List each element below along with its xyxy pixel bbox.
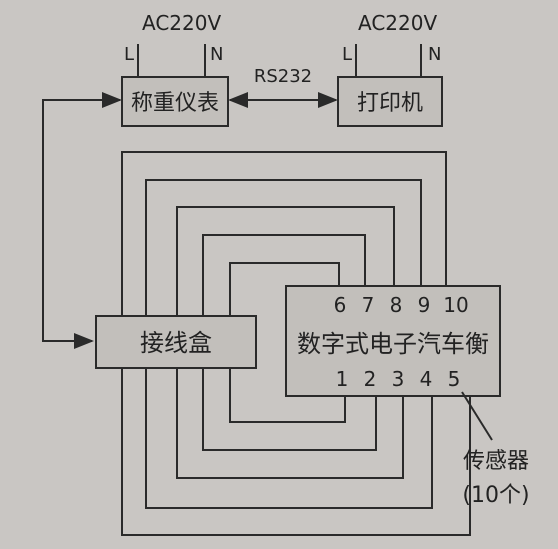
terminal-bottom-5: 5: [448, 367, 461, 391]
neutral-label-printer: N: [428, 44, 441, 65]
junction-box: [95, 315, 257, 369]
sensor-cable-4-bottom: [202, 368, 377, 451]
power-label-instrument: AC220V: [142, 11, 221, 35]
printer-label: 打印机: [357, 91, 423, 116]
terminal-bottom-1: 1: [336, 367, 349, 391]
sensor-cable-4-top: [202, 234, 366, 316]
sensor-cable-outer-bottom: [121, 368, 471, 536]
live-label-printer: L: [342, 44, 352, 65]
weighing-instrument-box: [121, 76, 229, 127]
terminal-bottom-3: 3: [392, 367, 405, 391]
sensor-cable-3-bottom: [176, 368, 404, 479]
sensor-leader-line: [461, 391, 493, 441]
truck-scale-box: [285, 285, 501, 397]
terminal-top-3: 8: [390, 293, 403, 317]
terminal-top-4: 9: [418, 293, 431, 317]
sensor-count: (10个): [462, 483, 529, 508]
sensor-cable-inner-top: [229, 262, 340, 316]
live-label-instrument: L: [124, 44, 134, 65]
sensor-cable-outer-top: [121, 151, 447, 316]
terminal-top-1: 6: [334, 293, 347, 317]
instrument-junction-link: [42, 99, 120, 342]
sensor-cables: [121, 151, 471, 536]
power-label-printer: AC220V: [358, 11, 437, 35]
weighing-instrument-label: 称重仪表: [131, 91, 219, 116]
sensor-cable-2-bottom: [145, 368, 433, 509]
terminal-bottom-4: 4: [420, 367, 433, 391]
sensor-cable-inner-bottom: [229, 368, 346, 423]
truck-scale-label: 数字式电子汽车衡: [297, 330, 489, 358]
rs232-label: RS232: [254, 66, 312, 87]
neutral-label-instrument: N: [210, 44, 223, 65]
printer-box: [337, 76, 443, 127]
junction-box-label: 接线盒: [140, 329, 212, 357]
terminal-top-5: 10: [443, 293, 468, 317]
sensor-label: 传感器: [463, 449, 529, 474]
terminal-bottom-2: 2: [364, 367, 377, 391]
sensor-cable-2-top: [145, 179, 422, 316]
terminal-top-2: 7: [362, 293, 375, 317]
sensor-cable-3-top: [176, 206, 395, 316]
